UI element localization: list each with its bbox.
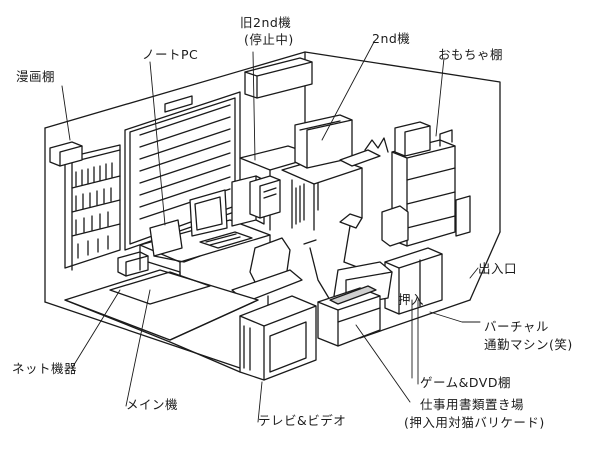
second-machine (281, 114, 389, 231)
entrance-label: 出入口 (478, 261, 518, 276)
game-dvd-shelf-label: ゲーム&DVD棚 (420, 375, 511, 390)
entrance-cabinet (384, 247, 443, 315)
tv-video-label: テレビ&ビデオ (258, 413, 347, 428)
closet-label: 押入 (398, 292, 425, 307)
toy-shelf-label: おもちゃ棚 (438, 47, 504, 62)
old-second-machine-status: (停止中) (244, 32, 294, 47)
manga-shelf (49, 141, 121, 271)
game-dvd-shelf (317, 285, 381, 347)
toy-shelf (381, 121, 471, 247)
virtual-commute-label: バーチャル (484, 319, 549, 334)
work-documents-label: 仕事用書類置き場 (420, 397, 525, 412)
window-blinds (124, 91, 241, 251)
second-machine-label: 2nd機 (372, 31, 411, 46)
virtual-commute-sublabel: 通勤マシン(笑) (484, 337, 573, 352)
leader-lines (61, 41, 481, 423)
note-pc-label: ノートPC (142, 47, 199, 62)
network-equipment-label: ネット機器 (12, 361, 78, 376)
old-second-machine-label: 旧2nd機 (240, 15, 292, 30)
air-conditioner (244, 57, 313, 99)
office-chair (231, 237, 303, 319)
manga-shelf-label: 漫画棚 (16, 69, 56, 84)
bed (64, 269, 259, 373)
work-documents-note: (押入用対猫バリケード) (404, 415, 545, 430)
network-equipment (117, 251, 149, 277)
main-machine-label: メイン機 (126, 397, 179, 412)
tv-video (239, 295, 317, 381)
